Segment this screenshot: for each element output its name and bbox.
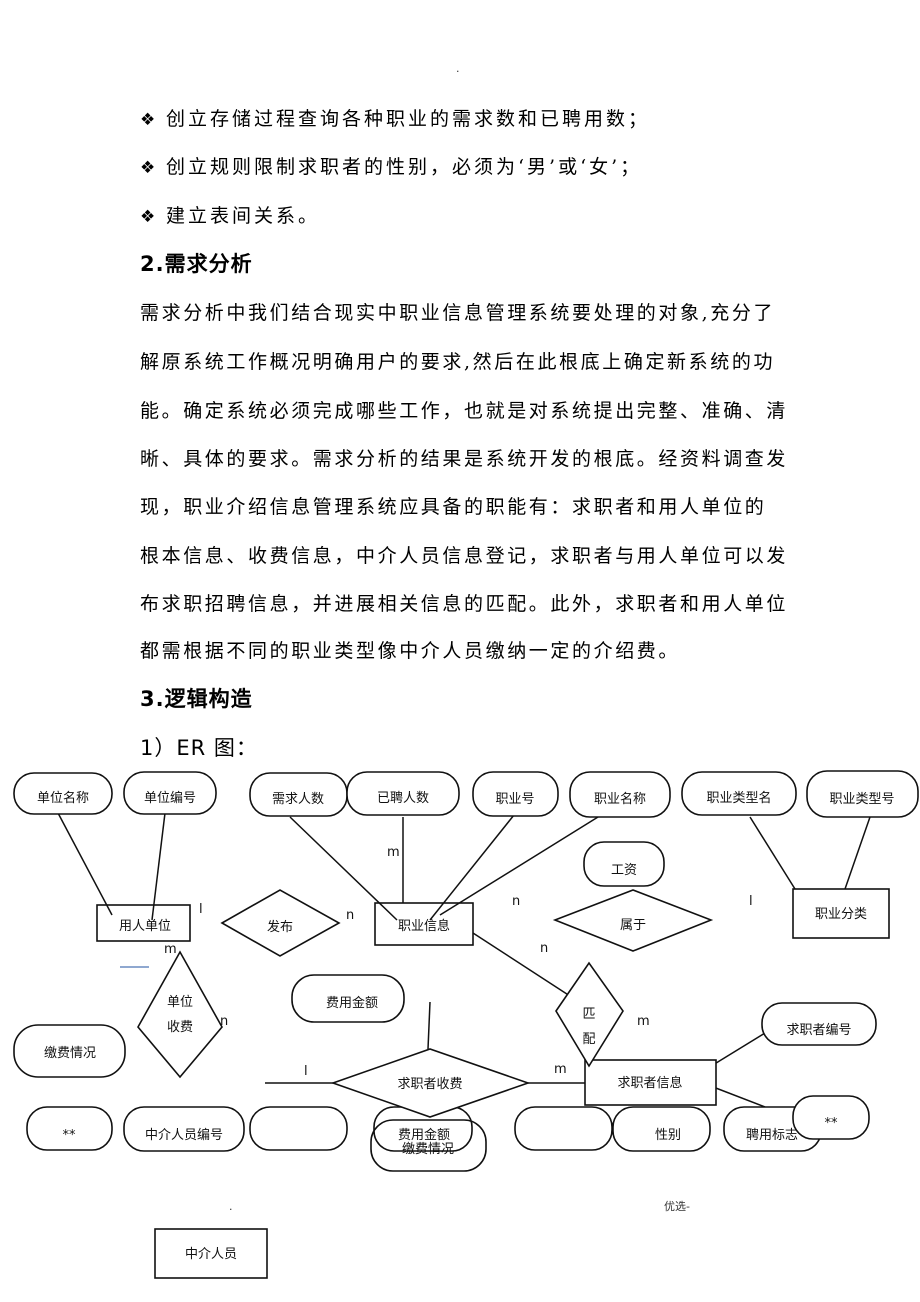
relation-match: 匹配 — [555, 961, 624, 1068]
attr-star-2: ** — [792, 1095, 870, 1140]
bullet-text: 创立规则限制求职者的性别，必须为‘男’或‘女’； — [166, 156, 643, 178]
entity-job-info: 职业信息 — [374, 902, 474, 946]
paragraph-line: 现，职业介绍信息管理系统应具备的职能有：求职者和用人单位的 — [140, 496, 767, 518]
svg-text:工资: 工资 — [611, 863, 637, 878]
svg-text:职业信息: 职业信息 — [398, 918, 450, 934]
er-diagram: 单位名称 单位编号 需求人数 已聘人数 职业号 职业名称 职业类型名 职业类型号… — [13, 770, 919, 1279]
entity-job-category: 职业分类 — [792, 888, 890, 939]
relation-belongs: 属于 — [552, 889, 714, 952]
svg-text:收费: 收费 — [167, 1020, 193, 1035]
attr-empty-2 — [514, 1106, 613, 1151]
svg-text:费用金额: 费用金额 — [326, 995, 378, 1011]
svg-text:配: 配 — [582, 1032, 595, 1047]
svg-text:求职者编号: 求职者编号 — [786, 1023, 851, 1038]
svg-text:中介人员: 中介人员 — [185, 1247, 237, 1262]
attr-hired-count: 已聘人数 — [346, 771, 460, 816]
attr-seeker-id: 求职者编号 — [761, 1002, 877, 1046]
svg-text:中介人员编号: 中介人员编号 — [145, 1128, 223, 1143]
svg-text:职业类型名: 职业类型名 — [706, 790, 771, 806]
svg-text:缴费情况: 缴费情况 — [402, 1142, 454, 1157]
paragraph-line: 晰、具体的要求。需求分析的结果是系统开发的根底。经资料调查发 — [140, 448, 789, 470]
svg-text:**: ** — [825, 1116, 839, 1131]
attr-job-type-name: 职业类型名 — [681, 771, 797, 816]
attr-agent-id: 中介人员编号 — [123, 1106, 245, 1152]
attr-payment-status-2: 缴费情况 — [370, 1119, 487, 1172]
svg-text:m: m — [637, 1014, 650, 1029]
svg-text:职业分类: 职业分类 — [815, 907, 867, 922]
svg-text:已聘人数: 已聘人数 — [377, 791, 429, 806]
attr-fee-amount-1: 费用金额 — [291, 974, 405, 1023]
footer-label: 优选- — [664, 1200, 690, 1213]
paragraph-line: 布求职招聘信息，并进展相关信息的匹配。此外，求职者和用人单位 — [140, 593, 789, 615]
svg-text:m: m — [554, 1062, 567, 1077]
svg-text:单位名称: 单位名称 — [37, 790, 89, 806]
bullet-item-2: ❖ 创立规则限制求职者的性别，必须为‘男’或‘女’； — [140, 152, 642, 179]
attr-star-1: ** — [26, 1106, 113, 1151]
svg-text:l: l — [304, 1064, 308, 1079]
diamond-bullet-icon: ❖ — [140, 110, 159, 130]
svg-text:n: n — [512, 894, 520, 909]
bullet-item-1: ❖ 创立存储过程查询各种职业的需求数和已聘用数； — [140, 104, 650, 131]
svg-text:n: n — [346, 908, 354, 923]
svg-text:用人单位: 用人单位 — [119, 919, 171, 934]
svg-text:单位编号: 单位编号 — [144, 791, 196, 806]
entity-agent: 中介人员 — [154, 1228, 268, 1279]
bullet-text: 创立存储过程查询各种职业的需求数和已聘用数； — [166, 108, 651, 130]
section-2-heading: 2.需求分析 — [140, 252, 253, 276]
svg-text:缴费情况: 缴费情况 — [44, 1046, 96, 1061]
svg-text:性别: 性别 — [655, 1128, 681, 1143]
entity-seeker-info: 求职者信息 — [584, 1059, 717, 1106]
attr-unit-name: 单位名称 — [13, 772, 113, 815]
svg-text:属于: 属于 — [620, 918, 646, 933]
svg-text:m: m — [387, 845, 400, 860]
relation-seeker-fee: 求职者收费 — [330, 1048, 531, 1118]
er-subheading: 1）ER 图： — [140, 736, 258, 760]
section-3-heading: 3.逻辑构造 — [140, 687, 253, 711]
attr-salary: 工资 — [583, 841, 665, 887]
svg-text:n: n — [540, 941, 548, 956]
attr-job-name: 职业名称 — [569, 771, 671, 818]
paragraph-line: 都需根据不同的职业类型像中介人员缴纳一定的介绍费。 — [140, 640, 681, 662]
attr-job-type-id: 职业类型号 — [806, 770, 919, 818]
svg-text:职业号: 职业号 — [495, 792, 534, 807]
entity-employer: 用人单位 — [96, 904, 191, 942]
page-header-mark: . — [456, 62, 460, 75]
attr-payment-status-1: 缴费情况 — [13, 1024, 126, 1078]
paragraph-line: 需求分析中我们结合现实中职业信息管理系统要处理的对象,充分了 — [140, 302, 776, 324]
svg-text:n: n — [220, 1014, 228, 1029]
svg-text:求职者收费: 求职者收费 — [397, 1077, 462, 1092]
svg-text:求职者信息: 求职者信息 — [617, 1075, 682, 1091]
attr-empty-1 — [249, 1106, 348, 1151]
svg-text:职业名称: 职业名称 — [594, 791, 646, 807]
svg-text:需求人数: 需求人数 — [272, 792, 324, 807]
attr-demand-count: 需求人数 — [249, 772, 348, 817]
paragraph-line: 解原系统工作概况明确用户的要求,然后在此根底上确定新系统的功 — [140, 351, 776, 373]
svg-text:聘用标志: 聘用标志 — [746, 1128, 798, 1143]
attr-gender: 性别 — [612, 1106, 711, 1152]
svg-text:**: ** — [63, 1128, 77, 1143]
er-connectors — [57, 812, 871, 1108]
bullet-text: 建立表间关系。 — [166, 205, 321, 227]
relation-publish: 发布 — [220, 889, 341, 957]
bullet-item-3: ❖ 建立表间关系。 — [140, 201, 320, 228]
footer-dot: . — [229, 1200, 233, 1213]
paragraph-line: 根本信息、收费信息，中介人员信息登记，求职者与用人单位可以发 — [140, 545, 789, 567]
svg-text:发布: 发布 — [267, 919, 293, 935]
svg-text:匹: 匹 — [582, 1007, 595, 1022]
svg-text:m: m — [164, 942, 177, 957]
attr-unit-id: 单位编号 — [123, 771, 217, 815]
svg-text:费用金额: 费用金额 — [398, 1127, 450, 1143]
cardinality-labels: l n m n l n m n m l m — [164, 845, 753, 1079]
svg-text:l: l — [749, 894, 753, 909]
svg-text:单位: 单位 — [167, 995, 193, 1010]
svg-text:职业类型号: 职业类型号 — [829, 792, 894, 807]
attr-job-id: 职业号 — [472, 771, 559, 817]
svg-text:l: l — [199, 902, 203, 917]
paragraph-line: 能。确定系统必须完成哪些工作，也就是对系统提出完整、准确、清 — [140, 400, 789, 422]
diamond-bullet-icon: ❖ — [140, 207, 159, 227]
diamond-bullet-icon: ❖ — [140, 158, 159, 178]
